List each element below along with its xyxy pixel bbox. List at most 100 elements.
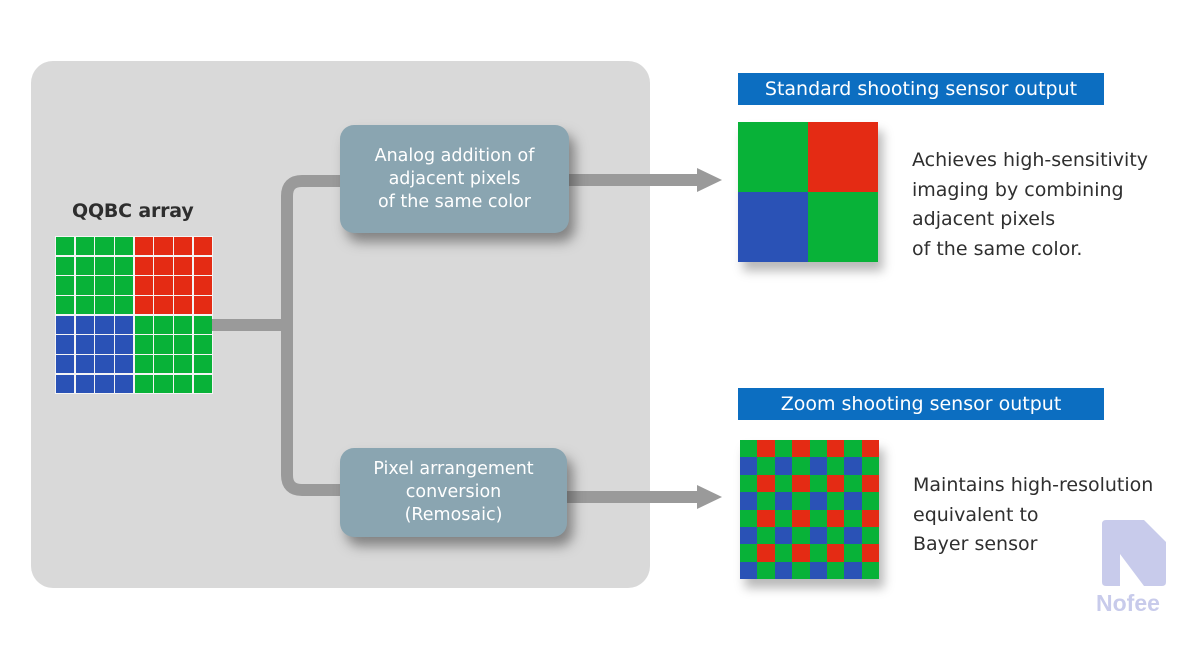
- qqbc-pixel-blue: [75, 315, 94, 334]
- bayer-pixel-blue: [740, 457, 758, 475]
- qqbc-pixel-green: [134, 335, 153, 354]
- bayer-pixel-green: [826, 457, 845, 475]
- bayer-pixel-blue: [809, 561, 827, 579]
- standard-output-grid: [738, 122, 878, 262]
- bayer-pixel-red: [757, 440, 775, 458]
- qqbc-pixel-blue: [56, 374, 75, 393]
- qqbc-pixel-red: [134, 237, 153, 256]
- bayer-pixel-green: [809, 440, 827, 458]
- binned-pixel-blue: [738, 192, 808, 262]
- bayer-pixel-blue: [774, 526, 793, 545]
- nofee-logo-icon: [1102, 520, 1166, 586]
- bayer-pixel-blue: [774, 561, 793, 579]
- bayer-pixel-blue: [740, 561, 758, 579]
- bayer-pixel-green: [740, 440, 758, 458]
- qqbc-pixel-blue: [115, 355, 134, 374]
- bayer-pixel-blue: [809, 526, 827, 545]
- qqbc-pixel-red: [174, 276, 193, 295]
- bayer-pixel-green: [740, 544, 758, 562]
- bayer-pixel-red: [826, 544, 845, 562]
- analog-addition-box: Analog addition of adjacent pixels of th…: [340, 125, 569, 233]
- qqbc-array-title: QQBC array: [72, 200, 194, 222]
- qqbc-pixel-green: [95, 276, 114, 295]
- binned-pixel-green: [808, 192, 878, 262]
- qqbc-pixel-blue: [75, 335, 94, 354]
- qqbc-pixel-green: [75, 256, 94, 275]
- qqbc-pixel-blue: [115, 315, 134, 334]
- qqbc-pixel-blue: [95, 355, 114, 374]
- standard-output-description: Achieves high-sensitivity imaging by com…: [912, 149, 1149, 260]
- qqbc-pixel-green: [174, 355, 193, 374]
- qqbc-pixel-red: [154, 256, 173, 275]
- bayer-pixel-red: [792, 509, 810, 527]
- bayer-pixel-green: [740, 509, 758, 527]
- qqbc-pixel-red: [134, 276, 153, 295]
- bayer-pixel-red: [861, 509, 879, 527]
- bayer-pixel-red: [861, 474, 879, 493]
- qqbc-pixel-green: [115, 256, 134, 275]
- bayer-pixel-green: [774, 544, 793, 562]
- qqbc-pixel-blue: [56, 335, 75, 354]
- bayer-pixel-red: [792, 440, 810, 458]
- bayer-pixel-green: [757, 561, 775, 579]
- qqbc-pixel-green: [115, 237, 134, 256]
- bayer-pixel-green: [844, 509, 862, 527]
- bayer-pixel-green: [774, 440, 793, 458]
- qqbc-pixel-green: [154, 374, 173, 393]
- qqbc-pixel-blue: [56, 355, 75, 374]
- bayer-pixel-green: [844, 474, 862, 493]
- qqbc-pixel-green: [75, 237, 94, 256]
- qqbc-pixel-green: [193, 355, 212, 374]
- bayer-pixel-green: [809, 474, 827, 493]
- standard-output-banner: Standard shooting sensor output: [738, 73, 1104, 105]
- qqbc-pixel-blue: [95, 335, 114, 354]
- remosaic-box: Pixel arrangement conversion (Remosaic): [340, 448, 567, 537]
- qqbc-pixel-green: [75, 276, 94, 295]
- bayer-pixel-red: [792, 474, 810, 493]
- qqbc-pixel-red: [193, 237, 212, 256]
- bayer-pixel-green: [809, 544, 827, 562]
- bayer-pixel-blue: [844, 561, 862, 579]
- qqbc-pixel-green: [174, 374, 193, 393]
- qqbc-pixel-red: [134, 256, 153, 275]
- qqbc-pixel-red: [193, 296, 212, 315]
- bayer-pixel-green: [826, 492, 845, 510]
- binned-pixel-green: [738, 122, 808, 192]
- arrow-head-2: [697, 485, 722, 509]
- bayer-pixel-green: [861, 492, 879, 510]
- bayer-pixel-green: [792, 457, 810, 475]
- bayer-pixel-blue: [774, 492, 793, 510]
- bayer-pixel-red: [826, 474, 845, 493]
- qqbc-pixel-green: [154, 355, 173, 374]
- qqbc-pixel-green: [95, 256, 114, 275]
- qqbc-pixel-green: [134, 355, 153, 374]
- bayer-pixel-blue: [740, 526, 758, 545]
- qqbc-pixel-green: [193, 315, 212, 334]
- zoom-output-banner: Zoom shooting sensor output: [738, 388, 1104, 420]
- bayer-pixel-blue: [809, 457, 827, 475]
- qqbc-pixel-blue: [115, 335, 134, 354]
- binned-pixel-red: [808, 122, 878, 192]
- bayer-pixel-green: [861, 457, 879, 475]
- bayer-pixel-green: [774, 509, 793, 527]
- bayer-pixel-green: [757, 526, 775, 545]
- bayer-pixel-green: [757, 457, 775, 475]
- watermark-text: Nofee: [1096, 590, 1160, 616]
- bayer-pixel-blue: [740, 492, 758, 510]
- bayer-pixel-red: [757, 509, 775, 527]
- qqbc-pixel-blue: [95, 374, 114, 393]
- qqbc-pixel-green: [115, 296, 134, 315]
- bayer-pixel-green: [792, 561, 810, 579]
- qqbc-pixel-green: [154, 335, 173, 354]
- qqbc-pixel-green: [193, 374, 212, 393]
- bayer-pixel-red: [861, 544, 879, 562]
- qqbc-pixel-red: [193, 276, 212, 295]
- qqbc-pixel-blue: [75, 355, 94, 374]
- qqbc-pixel-green: [134, 374, 153, 393]
- qqbc-pixel-green: [154, 315, 173, 334]
- qqbc-pixel-blue: [56, 315, 75, 334]
- bayer-pixel-green: [826, 561, 845, 579]
- qqbc-pixel-red: [154, 237, 173, 256]
- bayer-pixel-blue: [844, 526, 862, 545]
- bayer-pixel-green: [792, 526, 810, 545]
